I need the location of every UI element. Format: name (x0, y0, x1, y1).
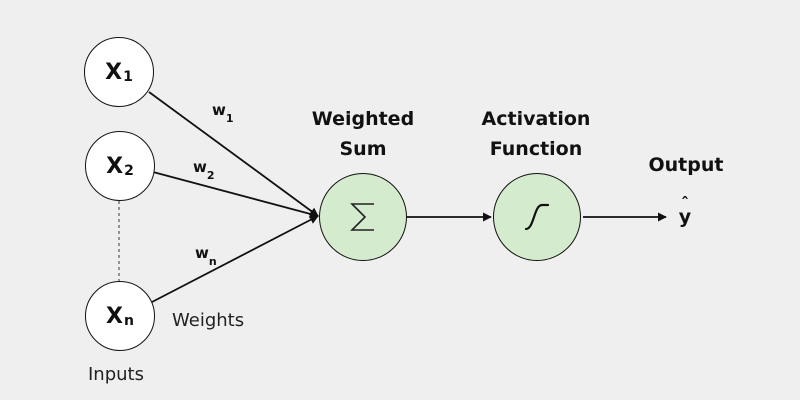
input-x2-sub: 2 (124, 163, 134, 179)
weight-label-w1: w1 (212, 101, 234, 125)
weight-label-wn: wn (195, 244, 217, 268)
output-y-hat: ˆ y (678, 194, 692, 228)
input-x1-sub: 1 (123, 69, 133, 85)
input-x1-base: X (105, 59, 123, 85)
activation-heading-line1: Activation (481, 108, 591, 130)
weight-w2-base: w (193, 158, 207, 176)
edge-xn-sum (151, 215, 319, 303)
input-xn-base: X (106, 303, 123, 329)
hat-accent: ˆ (681, 194, 689, 213)
weight-w1-base: w (212, 101, 226, 119)
activation-heading-line2: Function (489, 138, 583, 160)
weight-w2-sub: 2 (206, 169, 215, 182)
activation-function-node (493, 173, 581, 261)
sigmoid-curve-icon (524, 203, 550, 231)
weighted-sum-node (319, 173, 407, 261)
edge-x1-sum (148, 91, 319, 217)
weight-w1-sub: 1 (225, 112, 234, 125)
summation-icon (350, 203, 374, 231)
weight-wn-sub: n (208, 255, 217, 268)
weighted-sum-heading: Weighted Sum (300, 104, 426, 164)
output-heading: Output (648, 154, 724, 176)
edge-x2-sum (152, 171, 319, 219)
weighted-sum-heading-line1: Weighted (311, 108, 415, 130)
input-x2-base: X (106, 153, 124, 179)
weight-label-w2: w2 (193, 158, 215, 182)
weights-caption: Weights (172, 310, 245, 331)
inputs-caption: Inputs (88, 364, 144, 385)
weight-wn-base: w (195, 244, 209, 262)
output-symbol: y (678, 206, 692, 228)
activation-heading: Activation Function (468, 104, 604, 164)
weighted-sum-heading-line2: Sum (339, 138, 387, 160)
input-xn-sub: n (124, 313, 134, 329)
